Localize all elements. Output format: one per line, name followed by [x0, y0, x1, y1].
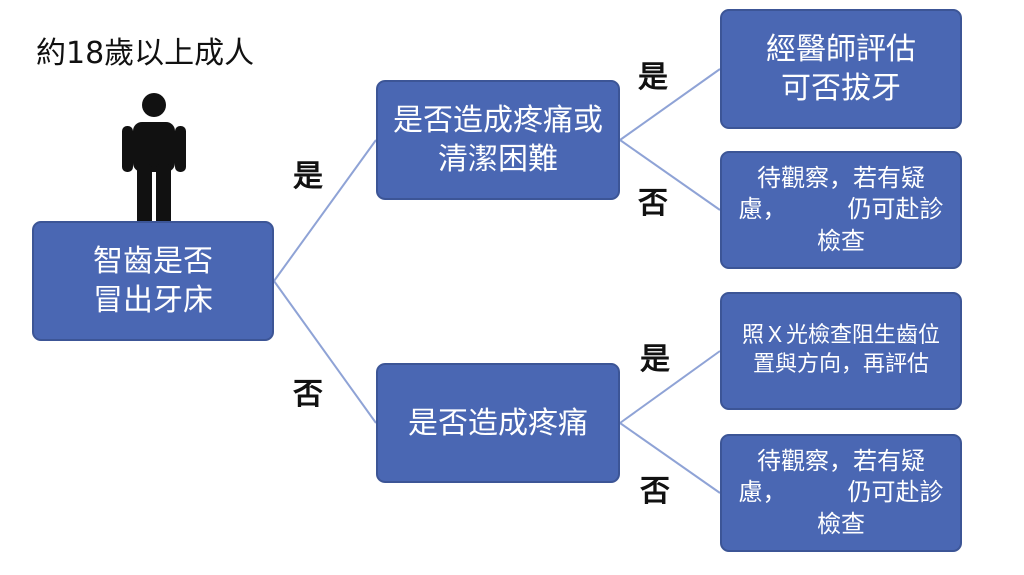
node-text-line: 清潔困難: [438, 142, 558, 177]
node-text-line: 待觀察，若有疑: [757, 447, 925, 476]
node-text-line: 置與方向，再評估: [752, 352, 929, 377]
node-text-line: 智齒是否: [93, 244, 213, 279]
node-text-line: 可否拔牙: [781, 71, 901, 106]
node-text-line: 照Ｘ光檢查阻生齒位: [741, 323, 940, 349]
node-text-line: 是否造成疼痛: [408, 405, 588, 441]
node-text-line: 是否造成疼痛或: [393, 103, 603, 138]
node-text-line: 檢查: [817, 226, 865, 255]
edge-label-top-yes: 是: [638, 60, 668, 95]
node-causes-pain: 是否造成疼痛: [376, 363, 620, 483]
node-root-wisdom-tooth-erupted: 智齒是否 冒出牙床: [32, 221, 274, 341]
node-text-line: 經醫師評估: [766, 32, 916, 67]
node-text-line: 檢查: [817, 509, 865, 538]
node-observe-top: 待觀察，若有疑 慮， 仍可赴診 檢查: [720, 151, 962, 269]
connector-bottom-leaf3: [619, 350, 721, 424]
connector-root-top: [273, 139, 377, 282]
diagram-title: 約18歲以上成人: [36, 36, 255, 71]
edge-label-bottom-yes: 是: [640, 342, 670, 377]
node-text-line: 慮， 仍可赴診: [738, 478, 944, 507]
connector-root-bottom: [273, 280, 377, 424]
node-dentist-evaluate-extraction: 經醫師評估 可否拔牙: [720, 9, 962, 129]
connector-bottom-leaf4: [619, 422, 721, 494]
node-pain-or-cleaning-difficulty: 是否造成疼痛或 清潔困難: [376, 80, 620, 200]
node-text-line: 冒出牙床: [93, 283, 213, 318]
node-xray-check: 照Ｘ光檢查阻生齒位 置與方向，再評估: [720, 292, 962, 410]
connector-top-leaf2: [619, 139, 721, 211]
edge-label-root-no: 否: [293, 377, 323, 412]
edge-label-bottom-no: 否: [640, 474, 670, 509]
edge-label-root-yes: 是: [293, 159, 323, 194]
connector-top-leaf1: [619, 68, 721, 141]
person-icon: [122, 93, 186, 224]
node-text-line: 慮， 仍可赴診: [738, 195, 944, 224]
edge-label-top-no: 否: [638, 186, 668, 221]
node-text-line: 待觀察，若有疑: [757, 164, 925, 193]
node-observe-bottom: 待觀察，若有疑 慮， 仍可赴診 檢查: [720, 434, 962, 552]
